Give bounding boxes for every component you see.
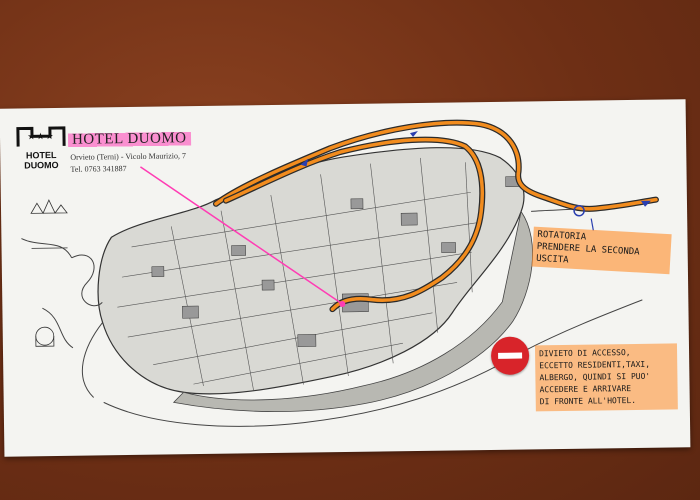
- route-arrows: [300, 130, 651, 207]
- hotel-name: HOTEL DUOMO: [67, 130, 191, 149]
- roundabout-note: ROTATORIA PRENDERE LA SECONDA USCITA: [531, 226, 672, 275]
- town-map-drawing: [16, 119, 659, 427]
- hotel-logo: ★★★ HOTEL DUOMO: [16, 124, 67, 181]
- roundabout-marker: [573, 204, 585, 217]
- hotel-pointer-line: [140, 166, 343, 305]
- access-note-line: DI FRONTE ALL'HOTEL.: [539, 395, 637, 407]
- hotel-address: Orvieto (Terni) - Vicolo Maurizio, 7: [70, 151, 187, 162]
- logo-line-duomo: DUOMO: [24, 159, 59, 171]
- hotel-location-marker: [339, 301, 346, 308]
- logo-line-hotel: HOTEL: [25, 150, 57, 161]
- hotel-map-card: ★★★ HOTEL DUOMO HOTEL DUOMO Orvieto (Ter…: [0, 99, 691, 457]
- street-grid: [117, 157, 482, 391]
- roundabout-pointer: [590, 218, 594, 231]
- logo-frame: ★★★: [16, 124, 66, 151]
- access-restriction-note: DIVIETO DI ACCESSO, ECCETTO RESIDENTI,TA…: [534, 343, 678, 412]
- hotel-phone: Tel. 0763 341887: [70, 164, 127, 174]
- logo-stars: ★★★: [27, 132, 55, 143]
- hotel-duomo-logo-icon: [16, 126, 66, 147]
- left-landmarks: [30, 199, 68, 347]
